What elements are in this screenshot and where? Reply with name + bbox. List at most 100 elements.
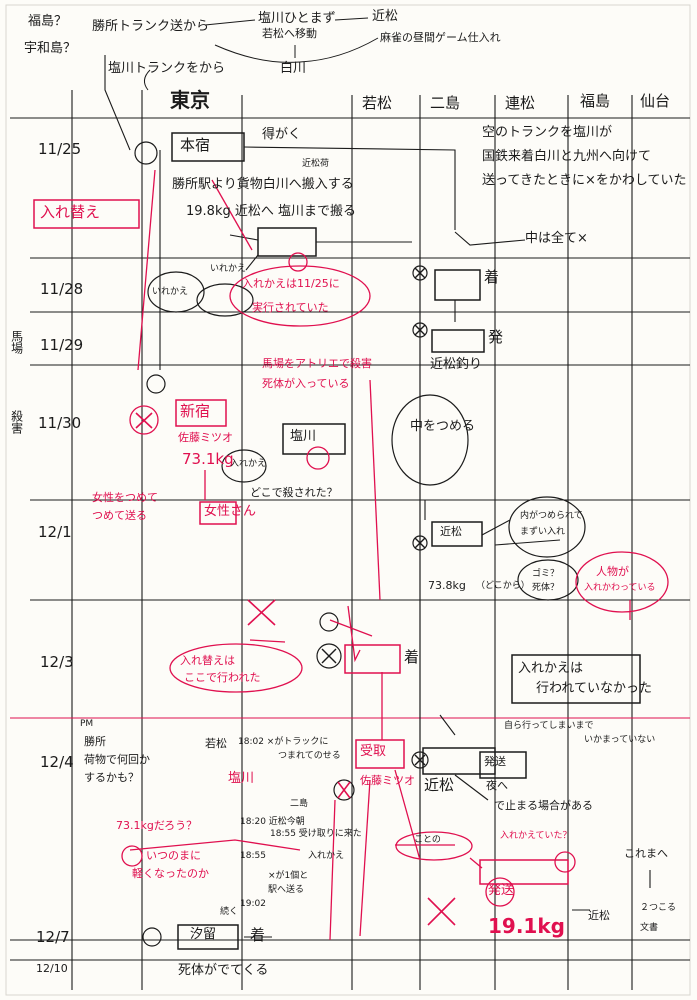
note-time4c: 駅へ送る bbox=[268, 885, 305, 895]
note-shiobara-trunk: 塩川トランクをから bbox=[108, 61, 226, 76]
col-head-renmatsu: 連松 bbox=[505, 94, 536, 112]
note-red-jinbutsu2: 入れかわっている bbox=[584, 583, 656, 593]
note-tomaru: で止まる場合がある bbox=[494, 799, 593, 812]
note-yoru-end: 文書 bbox=[640, 923, 659, 933]
note-red-chakukana: 入れかえていた？ bbox=[500, 831, 572, 841]
note-red-ireka-d2: ここで行われた bbox=[184, 671, 261, 684]
col-head-fukushima: 福島 bbox=[580, 92, 611, 110]
note-eki: 自ら行ってしまいまで bbox=[504, 721, 594, 731]
date-1129: 11/29 bbox=[40, 336, 84, 354]
note-trunk-kuu: 空のトランクを塩川が bbox=[482, 125, 613, 140]
date-pm: PM bbox=[80, 719, 94, 729]
note-yoru: 夜へ bbox=[486, 779, 508, 792]
date-1125: 11/25 bbox=[38, 140, 82, 158]
note-shiobara: 塩川 bbox=[228, 771, 255, 786]
note-naka-zenzen: 中は全て× bbox=[525, 231, 588, 246]
box-d127: 汐留 bbox=[190, 927, 217, 942]
note-red-tsume2: つめて送る bbox=[92, 509, 147, 522]
box-red-reiko: 女性さん bbox=[204, 504, 257, 519]
note-sato-mitsuo: 佐藤ミツオ bbox=[178, 431, 233, 444]
note-honjuku-line2: 19.8kg 近松へ 塩川まで搬る bbox=[186, 204, 356, 219]
note-red-ireka-d1: 入れ替えは bbox=[180, 654, 235, 667]
note-chaku1: 着 bbox=[484, 268, 500, 286]
side-label-1: 馬場 bbox=[9, 330, 24, 354]
note-iregai3: 入れかえ bbox=[308, 851, 345, 861]
date-1128: 11/28 bbox=[40, 280, 84, 298]
box-honjuku: 本宿 bbox=[180, 136, 211, 154]
note-nani: 死体がでてくる bbox=[178, 963, 269, 978]
note-red-kg1: 73.1kgだろう？ bbox=[116, 819, 198, 832]
box-d121: 近松 bbox=[440, 525, 462, 538]
note-gomi2: 死体？ bbox=[532, 583, 560, 593]
note-red-ire2: 実行されていた bbox=[252, 301, 329, 314]
note-toku: 得がく bbox=[262, 127, 302, 142]
note-d124-head2: 荷物で何回か bbox=[84, 753, 150, 766]
note-naka-ga2: まずい入れ bbox=[520, 527, 566, 537]
date-1130: 11/30 bbox=[38, 414, 82, 432]
note-twenty: ２つこる bbox=[640, 903, 677, 913]
note-shiobara-hi: 塩川ひとまず bbox=[258, 11, 336, 26]
note-ire-kawai: いれかえ bbox=[210, 264, 247, 274]
note-red-body: 死体が入っている bbox=[262, 377, 350, 390]
note-iregai2: 入れかえ bbox=[230, 459, 267, 469]
date-123: 12/3 bbox=[40, 653, 74, 671]
box-haishin: 発送 bbox=[484, 755, 506, 768]
note-chaku2: 着 bbox=[404, 648, 420, 666]
note-shiomatsu: 若松 bbox=[205, 737, 227, 750]
note-iregai: いれかえ bbox=[152, 287, 189, 297]
note-trunk-kuu2: 国鉄来着白川と九州へ向けて bbox=[482, 149, 652, 164]
note-naka-tsumeru: 中をつめる bbox=[410, 419, 476, 434]
note-red-kill: 馬場をアトリエで殺害 bbox=[262, 357, 372, 370]
note-red-ikutsu2: 軽くなったのか bbox=[132, 867, 209, 880]
note-red-kg2: 19.1kg bbox=[488, 914, 565, 938]
note-gomi: ゴミ？ bbox=[532, 569, 560, 579]
date-127: 12/7 bbox=[36, 928, 70, 946]
note-irekaewa: 入れかえは bbox=[518, 661, 584, 676]
note-shirakawa: 白川 bbox=[280, 61, 307, 76]
note-chaku3: 着 bbox=[250, 926, 266, 944]
date-124: 12/4 bbox=[40, 753, 74, 771]
date-1210: 12/10 bbox=[36, 962, 68, 975]
box-shinjuku: 新宿 bbox=[180, 402, 211, 420]
note-red-jinbutsu1: 人物が bbox=[596, 565, 629, 578]
note-red-sato: 佐藤ミツオ bbox=[360, 774, 415, 787]
note-red-haisou: 発送 bbox=[488, 883, 515, 898]
note-d124-head1: 勝所 bbox=[84, 735, 106, 748]
col-head-nijima: 二島 bbox=[430, 94, 461, 112]
note-kinmatsu-tsuru: 近松釣り bbox=[430, 357, 483, 372]
note-red-ikutsu1: いつのまに bbox=[146, 849, 201, 862]
note-irekae-red: 入れ替え bbox=[40, 203, 101, 221]
note-wakamatsu-move: 若松へ移動 bbox=[262, 27, 317, 40]
col-head-tokyo: 東京 bbox=[170, 88, 210, 112]
note-time3: 18:55 bbox=[240, 851, 266, 861]
note-time4b: ×が1個と bbox=[268, 871, 309, 881]
note-time1: 18:02 ×がトラックに bbox=[238, 737, 329, 747]
note-kinmatsu-nishi: 近松荷 bbox=[302, 159, 330, 169]
note-naka-ga: 内がつめられて bbox=[520, 511, 583, 521]
note-kinmatsu-b: 近松 bbox=[424, 776, 455, 794]
note-sato-kg: 73.1kg bbox=[182, 450, 234, 468]
note-tsuzuku: 続く bbox=[220, 907, 239, 917]
note-q2: 宇和島？ bbox=[24, 41, 77, 56]
note-irekaewa2: 行われていなかった bbox=[536, 681, 652, 696]
col-head-hozumi: 仙台 bbox=[640, 92, 671, 110]
note-red-tsume1: 女性をつめて bbox=[92, 491, 158, 504]
note-time4: 19:02 bbox=[240, 899, 266, 909]
note-nishima2: 二島 bbox=[290, 799, 309, 809]
col-head-wakamatsu: 若松 bbox=[362, 94, 393, 112]
side-label-2: 殺害 bbox=[9, 410, 24, 434]
box-jukyu: 受取 bbox=[360, 744, 387, 759]
note-hatsu1: 発 bbox=[488, 328, 504, 346]
note-time2: 18:20 近松今朝 bbox=[240, 817, 305, 827]
note-trunk-kuu3: 送ってきたときに×をかわしていた bbox=[482, 173, 687, 188]
date-121: 12/1 bbox=[38, 523, 72, 541]
note-time1b: つまれてのせる bbox=[278, 751, 341, 761]
note-kinmatsu: 近松 bbox=[372, 9, 399, 24]
note-trunk-from: 勝所トランク送から bbox=[92, 19, 210, 34]
note-kinmatsu-note: 麻雀の昼間ゲーム仕入れ bbox=[380, 31, 501, 44]
note-red-ire1: 入れかえは11/25に bbox=[242, 277, 340, 290]
note-ezo: どこで殺された？ bbox=[250, 486, 338, 499]
note-kotsu: ことの bbox=[414, 835, 441, 845]
